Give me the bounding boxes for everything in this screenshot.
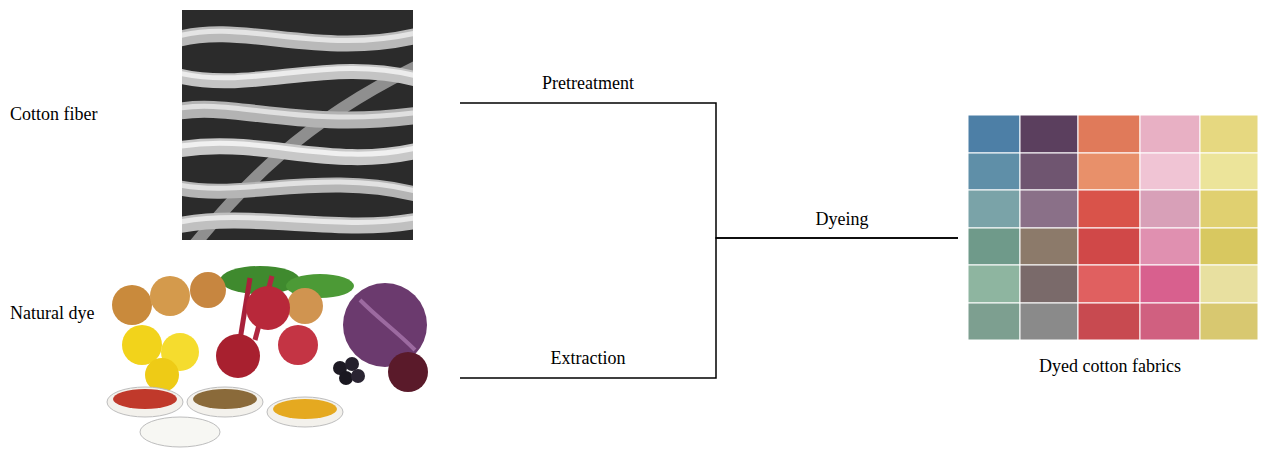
pomegranate	[278, 325, 318, 365]
cotton-fiber-micrograph	[175, 10, 430, 250]
swatch	[1020, 153, 1078, 190]
pomegranate	[216, 334, 260, 378]
swatch	[1078, 228, 1140, 265]
fiber-highlight	[182, 143, 413, 154]
blackberry	[351, 369, 365, 383]
image-node: Dyed cotton fabrics	[958, 112, 1262, 382]
swatch	[1020, 265, 1078, 303]
swatch	[1200, 303, 1258, 340]
swatch	[968, 265, 1020, 303]
node-caption: Dyed cotton fabrics	[1039, 356, 1181, 377]
swatch	[1078, 115, 1140, 153]
bowl	[187, 387, 263, 417]
swatch	[1200, 190, 1258, 228]
seeds	[193, 389, 257, 409]
swatch	[1140, 265, 1200, 303]
onion	[287, 288, 323, 324]
beetroot	[388, 352, 428, 392]
swatch	[1078, 303, 1140, 340]
swatch	[1140, 303, 1200, 340]
lemon	[122, 325, 162, 365]
edge-label: Pretreatment	[540, 73, 636, 94]
step-label: Dyeing	[814, 209, 871, 230]
swatch	[1140, 190, 1200, 228]
blackberry	[345, 357, 359, 371]
swatch	[1020, 228, 1078, 265]
swatch	[1200, 115, 1258, 153]
white-bowl	[140, 417, 220, 447]
swatch	[968, 153, 1020, 190]
fiber-highlight	[182, 68, 413, 77]
connector-line	[460, 238, 958, 378]
swatch	[1078, 265, 1140, 303]
node-caption: Cotton fiber	[10, 104, 98, 125]
natural-dye-sources	[107, 266, 428, 447]
swatch	[1020, 303, 1078, 340]
swatch	[1200, 265, 1258, 303]
swatch	[1140, 228, 1200, 265]
fiber-highlight	[182, 31, 413, 40]
swatch	[968, 228, 1020, 265]
fiber-highlight	[182, 217, 413, 223]
bowl	[267, 397, 343, 427]
swatch	[1200, 153, 1258, 190]
turmeric	[273, 399, 337, 419]
swatch	[968, 115, 1020, 153]
edge-label: Extraction	[549, 348, 628, 369]
pomegranate	[246, 286, 290, 330]
red-powder	[113, 389, 177, 409]
fiber-highlight	[182, 182, 413, 192]
swatch	[1078, 190, 1140, 228]
swatch	[1140, 115, 1200, 153]
swatch	[968, 190, 1020, 228]
bowl	[107, 387, 183, 417]
onion	[112, 285, 152, 325]
node-caption: Natural dye	[10, 303, 94, 324]
image-node: Cotton fiber	[5, 8, 460, 248]
onion	[190, 272, 226, 308]
dyed-fabric-swatches	[968, 115, 1258, 340]
onion	[150, 276, 190, 316]
image-node: Natural dye	[5, 256, 460, 448]
connector-line	[460, 103, 958, 238]
fiber-highlight	[182, 106, 413, 117]
swatch	[1020, 115, 1078, 153]
swatch	[968, 303, 1020, 340]
swatch	[1140, 153, 1200, 190]
swatch	[1200, 228, 1258, 265]
cabbage-leaf-vein	[360, 300, 415, 350]
blackberry	[339, 371, 353, 385]
swatch	[1078, 153, 1140, 190]
swatch	[1020, 190, 1078, 228]
